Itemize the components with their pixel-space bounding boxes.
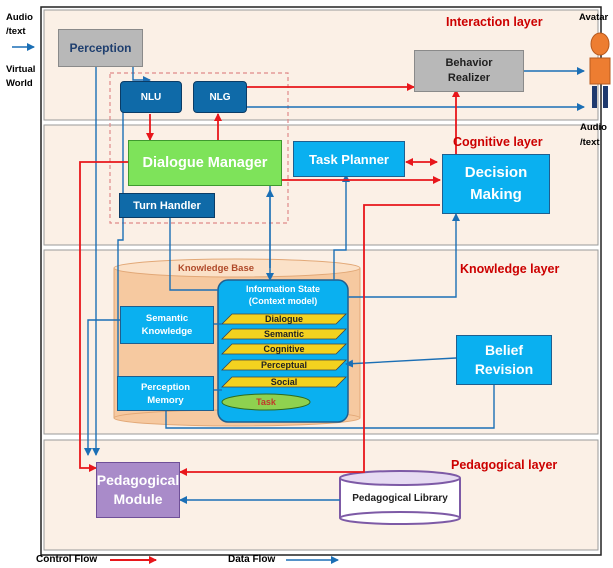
knowledge-base-label: Knowledge Base: [178, 263, 255, 274]
avatar-title: Avatar: [579, 12, 609, 23]
knowledge-layer-label: Knowledge layer: [460, 262, 560, 276]
info-item-perceptual: Perceptual: [260, 360, 308, 370]
avatar-figure: [589, 32, 611, 108]
information-state-label: Information State (Context model): [218, 283, 348, 307]
avatar-text-label: /text: [580, 137, 600, 148]
nlg-box: NLG: [193, 81, 247, 113]
cognitive-layer-label: Cognitive layer: [453, 135, 543, 149]
task-planner-box: Task Planner: [293, 141, 405, 177]
control-flow-legend-label: Control Flow: [36, 554, 98, 565]
pedagogical-library-label: Pedagogical Library: [352, 493, 448, 504]
pedagogical-module-box: Pedagogical Module: [96, 462, 180, 518]
pedagogical-library-cylinder: [339, 470, 461, 525]
decision-making-box: Decision Making: [442, 154, 550, 214]
info-item-cognitive-shape: [221, 343, 347, 355]
perception-box: Perception: [58, 29, 143, 67]
data-flow-legend-label: Data Flow: [228, 554, 276, 565]
info-item-social: Social: [270, 377, 298, 387]
turn-handler-box: Turn Handler: [119, 193, 215, 218]
input-text-label: /text: [6, 26, 26, 37]
perception-memory-box: Perception Memory: [117, 376, 214, 411]
info-item-cognitive: Cognitive: [263, 344, 305, 354]
semantic-knowledge-box: Semantic Knowledge: [120, 306, 214, 344]
control-flow-lines: [79, 83, 460, 476]
info-item-task-shape: [221, 393, 311, 411]
input-audio-label: Audio: [6, 12, 33, 23]
dialogue-group-outline: [109, 72, 289, 224]
info-state-stack: [221, 313, 347, 411]
data-flow-lines: [12, 43, 585, 504]
info-item-dialogue-shape: [221, 313, 347, 325]
interaction-layer-label: Interaction layer: [446, 15, 543, 29]
information-state-line2: (Context model): [248, 296, 318, 306]
info-item-task: Task: [256, 397, 276, 407]
info-item-semantic: Semantic: [263, 329, 305, 339]
belief-revision-box: Belief Revision: [456, 335, 552, 385]
info-item-dialogue: Dialogue: [264, 314, 303, 324]
info-item-social-shape: [221, 376, 347, 388]
nlu-box: NLU: [120, 81, 182, 113]
info-item-semantic-shape: [221, 328, 347, 340]
input-world-label: World: [6, 78, 33, 89]
dialogue-manager-box: Dialogue Manager: [128, 140, 282, 186]
behavior-realizer-box: Behavior Realizer: [414, 50, 524, 92]
pedagogical-layer-label: Pedagogical layer: [451, 458, 558, 472]
input-virtual-label: Virtual: [6, 64, 36, 75]
outer-frame: [40, 6, 602, 556]
avatar-audio-label: Audio: [580, 122, 607, 133]
info-item-perceptual-shape: [221, 359, 347, 371]
information-state-line1: Information State: [245, 284, 320, 294]
